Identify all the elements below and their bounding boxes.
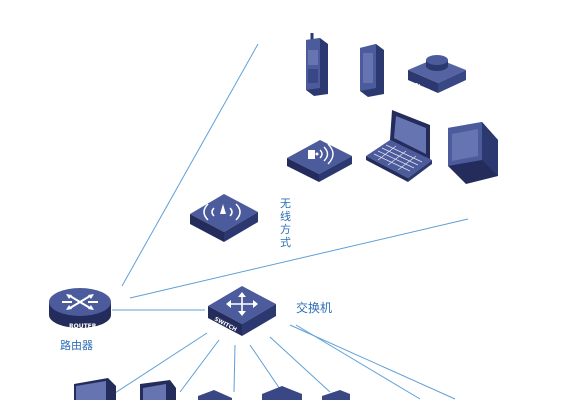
connection-lines — [112, 43, 469, 400]
link-switch-host-2 — [179, 339, 220, 393]
link-switch-host-7 — [295, 324, 421, 400]
switch-label: 交换机 — [296, 301, 333, 315]
share-badge: Share — [413, 82, 431, 94]
share-storage-icon: Share — [408, 55, 466, 94]
host-device-5-icon — [322, 390, 350, 400]
wireless-access-point-icon — [287, 140, 352, 182]
wireless-label: 无线方式 — [280, 197, 291, 249]
laptop-icon — [366, 110, 432, 182]
switch-icon: SWITCH — [208, 286, 276, 336]
host-device-4-icon — [262, 386, 302, 400]
host-device-1-icon — [74, 378, 116, 400]
link-router-wireless-bottom — [129, 218, 469, 299]
host-device-3-icon — [198, 390, 232, 400]
host-device-2-icon — [140, 380, 176, 400]
link-switch-host-1 — [114, 332, 208, 394]
router-label: 路由器 — [60, 339, 93, 352]
wireless-router-icon — [190, 194, 258, 242]
link-switch-host-3 — [233, 344, 236, 393]
router-icon: ROUTER — [49, 288, 111, 330]
link-router-wireless-top — [121, 43, 259, 287]
link-switch-host-4 — [249, 344, 283, 393]
link-switch-host-5 — [269, 336, 331, 393]
router-badge: ROUTER — [69, 323, 97, 330]
mobile-phone-icon — [306, 33, 328, 96]
monitor-icon — [448, 122, 498, 184]
pda-icon — [360, 44, 384, 97]
